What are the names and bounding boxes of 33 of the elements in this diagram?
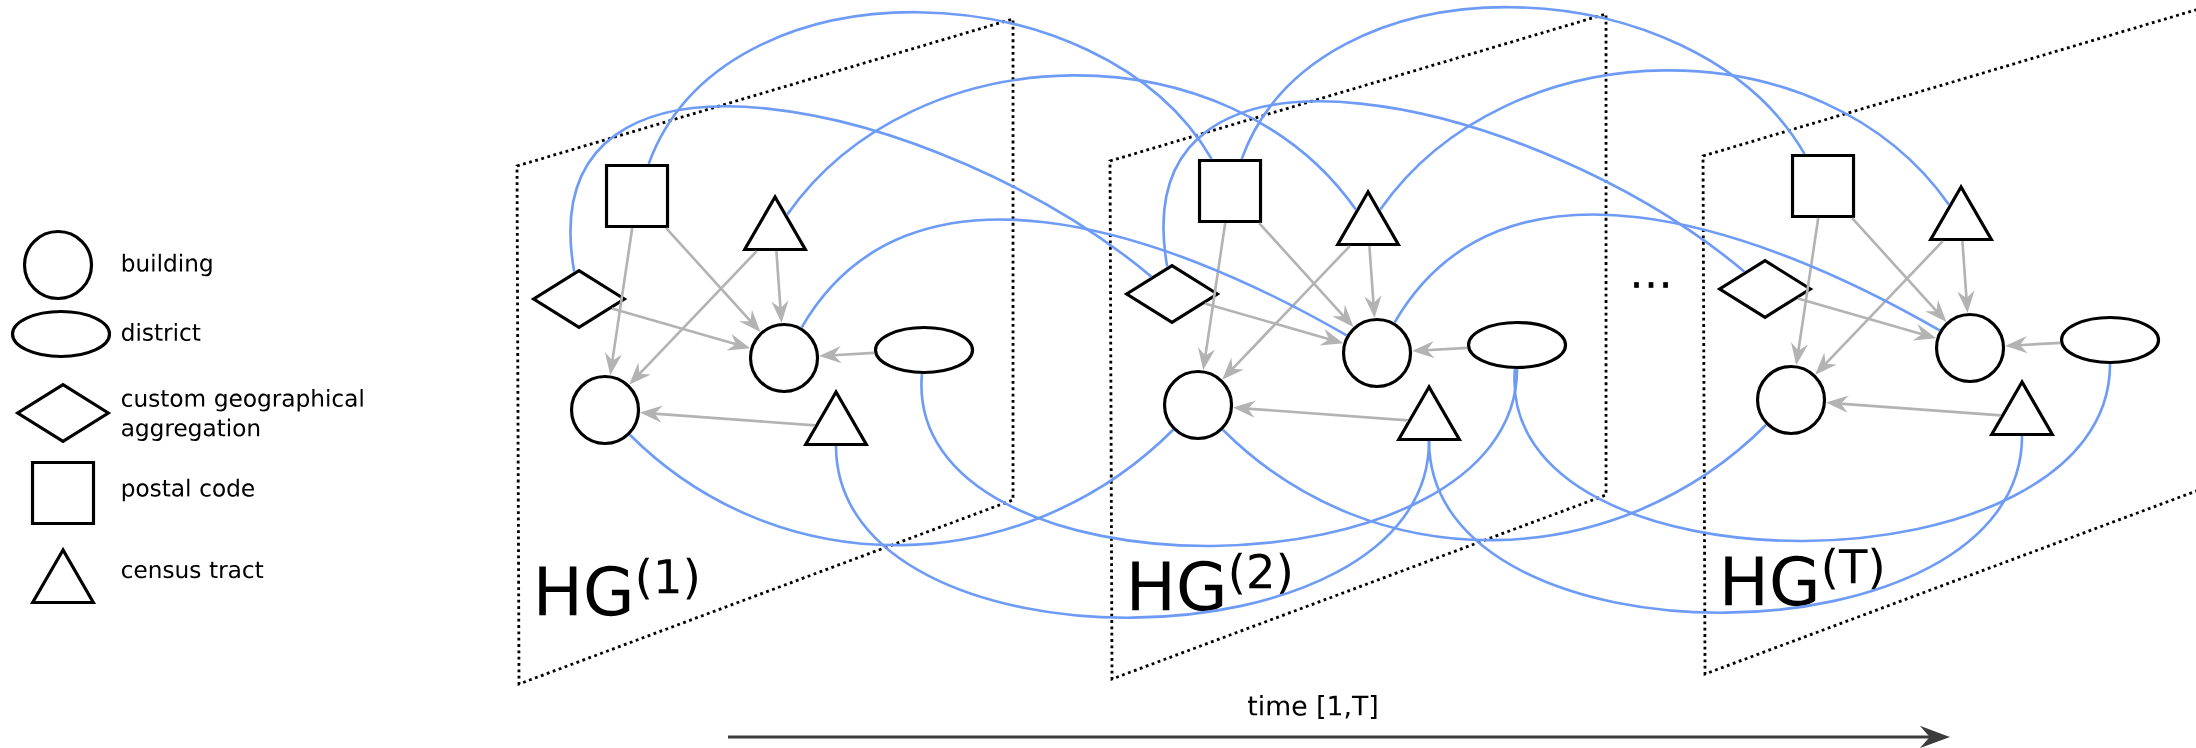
circle-node <box>748 322 820 394</box>
ellipsis: ... <box>1634 282 1668 288</box>
connector-curve <box>1379 69 1950 211</box>
plane: HG$^{(2)}$ <box>1108 12 1608 681</box>
plane: HG$^{(T)}$ <box>1701 7 2196 676</box>
legend-item: building <box>22 229 212 301</box>
legend-item: postal code <box>30 460 254 526</box>
connector-curve <box>920 368 1519 548</box>
circle-node <box>1162 369 1234 441</box>
legend-item: district <box>10 309 201 359</box>
connector-curve <box>1240 6 1806 160</box>
circle-node <box>1755 364 1827 436</box>
ellipse-node <box>873 325 975 375</box>
connector-curve <box>1163 100 1746 273</box>
axis-label: time [1,T] <box>1248 695 1377 719</box>
ellipse-node <box>2059 315 2161 365</box>
connector-curve <box>628 428 1175 547</box>
circle-node <box>1934 312 2006 384</box>
connector-curve <box>1513 363 2112 543</box>
circle-node <box>569 374 641 446</box>
square-node <box>1197 158 1263 224</box>
connector-curve <box>1427 435 2024 614</box>
square-node <box>604 163 670 229</box>
square-node <box>1790 153 1856 219</box>
connector-curve <box>800 218 1348 337</box>
connector-curve <box>1221 423 1768 542</box>
plane: HG$^{(1)}$ <box>515 17 1015 686</box>
ellipse-node <box>1466 320 1568 370</box>
connector-curve <box>786 74 1357 216</box>
circle-node <box>1341 317 1413 389</box>
connector-curve <box>1393 213 1941 332</box>
connector-curve <box>570 105 1153 278</box>
connector-curve <box>647 11 1213 165</box>
